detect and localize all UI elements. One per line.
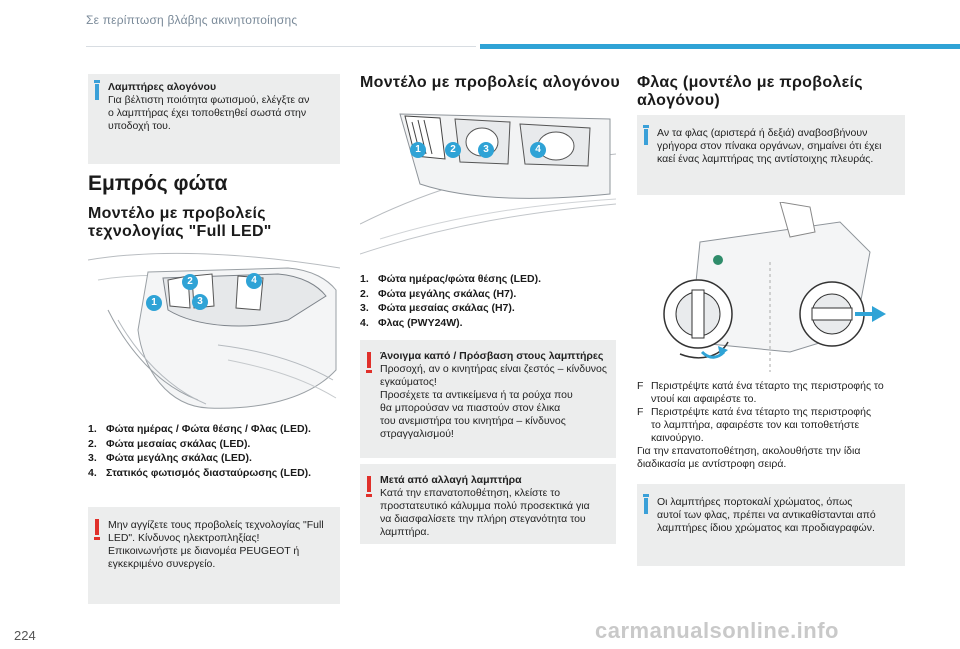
callout-badge-4: 4	[246, 273, 262, 289]
procedure-steps: F Περιστρέψτε κατά ένα τέταρτο της περισ…	[637, 380, 912, 471]
callout-badge-2: 2	[182, 274, 198, 290]
bulb-holder-illustration	[640, 202, 900, 374]
step-bullet: F	[637, 406, 644, 418]
info-line: αυτοί των φλας, πρέπει να αντικαθίσταντα…	[657, 509, 876, 521]
section-title: Εμπρός φώτα	[88, 172, 228, 195]
full-led-headlight-drawing	[88, 252, 340, 409]
subsection-title-line: Μοντέλο με προβολείς	[88, 205, 266, 222]
orange-bulb-info-box: Οι λαμπτήρες πορτοκαλί χρώματος, όπως αυ…	[637, 484, 905, 566]
warning-line: LED". Κίνδυνος ηλεκτροπληξίας!	[108, 532, 260, 544]
info-marker-icon	[94, 80, 100, 100]
warning-line: Κατά την επανατοποθέτηση, κλείστε το	[380, 487, 561, 499]
warning-line: Προσοχή, αν ο κινητήρας είναι ζεστός – κ…	[380, 363, 607, 375]
list-item: 2.Φώτα μεγάλης σκάλας (H7).	[360, 287, 517, 300]
warning-line: λαμπτήρα.	[380, 526, 430, 538]
header-divider	[86, 46, 476, 47]
bulb-change-warning-box: Μετά από αλλαγή λαμπτήρα Κατά την επανατ…	[360, 464, 616, 544]
warning-line: στραγγαλισμού!	[380, 428, 454, 440]
list-item: 1.Φώτα ημέρας/φώτα θέσης (LED).	[360, 273, 542, 285]
subsection-title-line: τεχνολογίας "Full LED"	[88, 223, 272, 240]
callout-badge-3: 3	[478, 142, 494, 158]
warning-line: του ανεμιστήρα του κινητήρα – κίνδυνος	[380, 415, 566, 427]
indicator-info-box: Αν τα φλας (αριστερά ή δεξιά) αναβοσβήνο…	[637, 115, 905, 195]
halogen-info-box: Λαμπτήρες αλογόνου Για βέλτιστη ποιότητα…	[88, 74, 340, 164]
warning-line: εγκεκριμένο συνεργείο.	[108, 558, 216, 570]
warning-marker-icon	[366, 352, 372, 373]
info-box-line: υποδοχή του.	[108, 120, 171, 132]
info-line: καεί ένας λαμπτήρας της αντίστοιχης πλευ…	[657, 153, 874, 165]
title-line: Φλας (μοντέλο με προβολείς	[637, 74, 863, 91]
warning-line: Προσέχετε τα αντικείμενα ή τα ρούχα που	[380, 389, 573, 401]
warning-title: Άνοιγμα καπό / Πρόσβαση στους λαμπτήρες	[380, 350, 604, 362]
halogen-headlight-drawing	[360, 113, 616, 255]
list-item: 3.Φώτα μεσαίας σκάλας (H7).	[360, 302, 515, 314]
info-line: λαμπτήρες ίδιου χρώματος και προδιαγραφώ…	[657, 522, 875, 534]
callout-badge-4: 4	[530, 142, 546, 158]
warning-line: θα μπορούσαν να πιαστούν στον έλικα	[380, 402, 561, 414]
page-number: 224	[14, 628, 36, 643]
bulb-holder-drawing	[663, 202, 886, 372]
info-marker-icon	[643, 494, 649, 514]
callout-badge-2: 2	[445, 142, 461, 158]
callout-badge-1: 1	[146, 295, 162, 311]
list-item: 2.Φώτα μεσαίας σκάλας (LED).	[88, 437, 251, 450]
warning-line: να διασφαλίσετε την πλήρη στεγανότητα το…	[380, 513, 586, 525]
warning-line: Μην αγγίζετε τους προβολείς τεχνολογίας …	[108, 519, 324, 531]
led-lamp-list: 1.Φώτα ημέρας / Φώτα θέσης / Φλας (LED).…	[88, 422, 348, 480]
reassembly-note: Για την επανατοποθέτηση, ακολουθήστε την…	[637, 445, 861, 470]
info-line: γρήγορα στον πίνακα οργάνων, σημαίνει ότ…	[657, 140, 882, 152]
warning-marker-icon	[94, 519, 100, 540]
halogen-headlight-illustration: 1 2 3 4	[360, 104, 616, 264]
indicator-section-title: Φλας (μοντέλο με προβολείς αλογόνου)	[637, 74, 907, 110]
info-marker-icon	[643, 125, 649, 145]
info-line: Αν τα φλας (αριστερά ή δεξιά) αναβοσβήνο…	[657, 127, 868, 139]
warning-line: Επικοινωνήστε με διανομέα PEUGEOT ή	[108, 545, 300, 557]
title-line: αλογόνου)	[637, 92, 720, 109]
bonnet-warning-box: Άνοιγμα καπό / Πρόσβαση στους λαμπτήρες …	[360, 340, 616, 458]
watermark-text: carmanualsonline.info	[595, 618, 839, 643]
info-line: Οι λαμπτήρες πορτοκαλί χρώματος, όπως	[657, 496, 853, 508]
warning-line: εγκαύματος!	[380, 376, 437, 388]
step-item: F Περιστρέψτε κατά ένα τέταρτο της περισ…	[637, 380, 884, 405]
list-item: 4.Στατικός φωτισμός διασταύρωσης (LED).	[88, 466, 312, 479]
list-item: 3.Φώτα μεγάλης σκάλας (LED).	[88, 452, 252, 464]
page-header-title: Σε περίπτωση βλάβης ακινητοποίησης	[86, 13, 298, 27]
full-led-headlight-illustration: 1 2 3 4	[88, 250, 340, 410]
callout-badge-3: 3	[192, 294, 208, 310]
callout-badge-1: 1	[410, 142, 426, 158]
subsection-title: Μοντέλο με προβολείς τεχνολογίας "Full L…	[88, 205, 348, 241]
header-accent-bar	[480, 44, 960, 49]
step-bullet: F	[637, 380, 644, 392]
halogen-model-title: Μοντέλο με προβολείς αλογόνου	[360, 74, 620, 91]
info-box-line: ο λαμπτήρας έχει τοποθετηθεί σωστά στην	[108, 107, 307, 119]
full-led-warning-box: Μην αγγίζετε τους προβολείς τεχνολογίας …	[88, 507, 340, 604]
info-box-line: Για βέλτιστη ποιότητα φωτισμού, ελέγξτε …	[108, 94, 310, 106]
warning-line: προστατευτικό κάλυμμα πολύ προσεκτικά γι…	[380, 500, 590, 512]
list-item: 4.Φλας (PWY24W).	[360, 316, 463, 329]
halogen-lamp-list: 1.Φώτα ημέρας/φώτα θέσης (LED). 2.Φώτα μ…	[360, 272, 620, 330]
step-item: F Περιστρέψτε κατά ένα τέταρτο της περισ…	[637, 406, 872, 444]
info-box-title: Λαμπτήρες αλογόνου	[108, 81, 217, 93]
warning-marker-icon	[366, 476, 372, 497]
list-item: 1.Φώτα ημέρας / Φώτα θέσης / Φλας (LED).	[88, 423, 311, 435]
warning-title: Μετά από αλλαγή λαμπτήρα	[380, 474, 522, 486]
